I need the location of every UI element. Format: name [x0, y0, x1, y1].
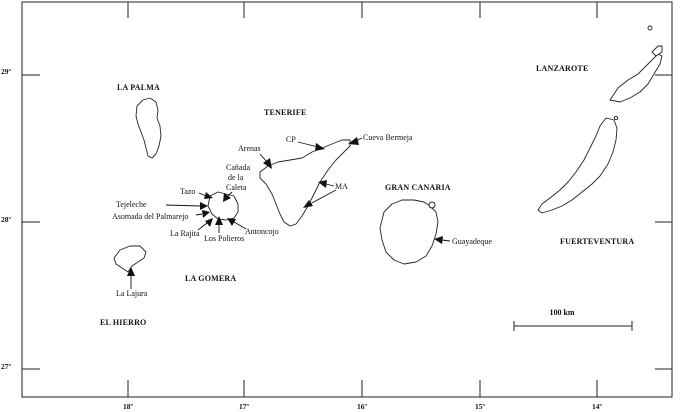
label-la-lajura: La Lajura — [116, 289, 148, 298]
island-la-palma — [135, 97, 162, 159]
lat-label-27: 27º — [1, 362, 12, 371]
label-ma: MA — [335, 182, 348, 191]
arrow-cueva-bermeja — [348, 137, 363, 145]
arrow-cp — [297, 141, 325, 151]
arrow-canada — [223, 191, 233, 202]
label-arenas: Arenas — [238, 144, 261, 153]
island-lanzarote — [609, 53, 663, 103]
label-tenerife: TENERIFE — [264, 108, 307, 117]
label-la-gomera: LA GOMERA — [185, 274, 236, 283]
label-los-polieros: Los Polieros — [204, 234, 244, 243]
island-gran-canaria — [379, 199, 439, 265]
label-cp: CP — [286, 135, 296, 144]
arrow-tazo — [198, 192, 213, 199]
arrow-arenas — [259, 153, 272, 169]
label-tejeleche: Tejeleche — [116, 200, 147, 209]
island-graciosa — [651, 45, 663, 57]
lon-label-15: 15º — [475, 402, 486, 411]
label-cueva-bermeja: Cueva Bermeja — [363, 133, 413, 142]
arrow-asomada — [195, 210, 210, 218]
map-frame — [21, 1, 673, 398]
label-fuerteventura: FUERTEVENTURA — [560, 237, 634, 246]
label-canada-3: Caleta — [226, 183, 247, 192]
scale-bar — [513, 321, 633, 331]
island-fuerteventura — [537, 117, 618, 214]
label-canada-2: de la — [228, 173, 244, 182]
arrow-la-rajita — [197, 218, 213, 231]
arrow-los-polieros — [215, 216, 223, 233]
scale-label: 100 km — [549, 308, 574, 317]
islet-alegranza — [647, 25, 653, 31]
label-la-rajita: La Rajita — [170, 229, 200, 238]
isleta-gran-canaria — [428, 201, 436, 209]
label-la-palma: LA PALMA — [117, 83, 160, 92]
lon-label-14: 14º — [592, 402, 603, 411]
island-el-hierro — [113, 245, 147, 273]
arrow-tejeleche — [165, 202, 208, 210]
lon-label-16: 16º — [357, 402, 368, 411]
label-antoncojo: Antoncojo — [245, 227, 279, 236]
lon-label-18: 18º — [123, 402, 134, 411]
island-tenerife — [259, 139, 351, 227]
label-guayadeque: Guayadeque — [452, 237, 492, 246]
label-lanzarote: LANZAROTE — [536, 64, 588, 73]
label-el-hierro: EL HIERRO — [100, 318, 146, 327]
lat-label-28: 28º — [1, 215, 12, 224]
arrow-guayadeque — [434, 236, 451, 244]
label-asomada: Asomada del Palmarejo — [112, 212, 188, 221]
arrow-ma-lower — [303, 189, 337, 208]
islet-lobos — [613, 115, 619, 121]
label-tazo: Tazo — [180, 187, 195, 196]
island-la-gomera — [207, 191, 239, 221]
lat-label-29: 29º — [1, 67, 12, 76]
label-gran-canaria: GRAN CANARIA — [385, 183, 451, 192]
arrow-antoncojo — [227, 218, 247, 230]
arrow-ma-upper — [318, 180, 335, 188]
arrow-la-lajura — [127, 267, 135, 289]
lon-label-17: 17º — [239, 402, 250, 411]
label-canada-1: Cañada — [226, 163, 250, 172]
